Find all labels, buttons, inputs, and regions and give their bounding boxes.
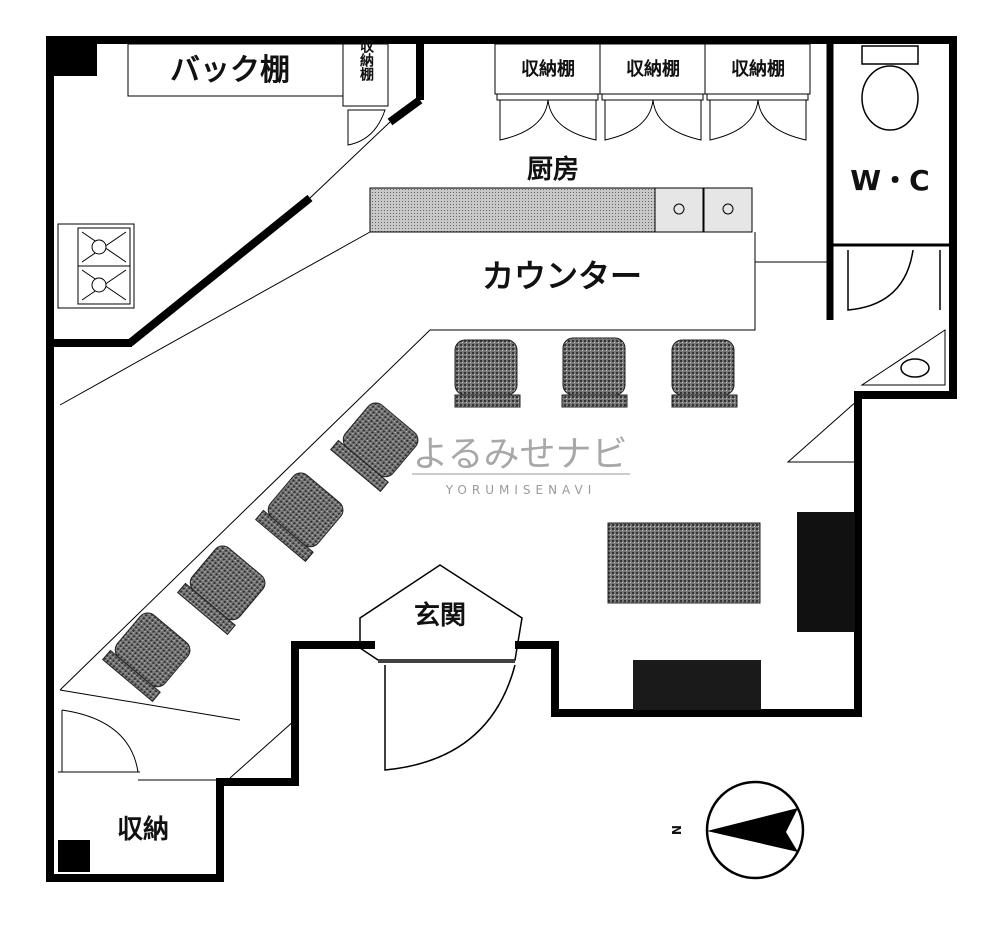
storage-shelf-label: 収納棚 [626, 58, 680, 80]
pillar [52, 42, 97, 76]
kitchen-storage-shelves: 収納棚 収納棚 収納棚 [494, 43, 811, 141]
stool [671, 339, 738, 408]
watermark-jp: よるみせナビ [413, 434, 628, 475]
storage-label: 収納 [117, 814, 169, 845]
bench [633, 660, 761, 710]
small-storage-shelf-label: 収納棚 [358, 38, 374, 82]
stool [329, 402, 419, 493]
kitchen-label: 厨房 [527, 155, 579, 185]
entrance [359, 564, 523, 771]
table [607, 522, 761, 604]
counter-label: カウンター [482, 257, 642, 295]
back-shelf [127, 43, 344, 97]
bar-counter [59, 231, 828, 779]
bar-stools [101, 337, 738, 703]
storage-shelf-label: 収納棚 [731, 58, 785, 80]
watermark-en: YORUMISENAVI [445, 483, 597, 497]
compass: N [669, 780, 805, 880]
compass-north-label: N [669, 825, 683, 835]
pillar [58, 840, 90, 872]
sink [654, 187, 753, 233]
stool [254, 472, 344, 563]
wc-label: W・C [850, 164, 929, 197]
stool [454, 339, 521, 408]
shelf-corner [786, 399, 859, 463]
stool [176, 545, 266, 636]
back-shelf-label: バック棚 [170, 53, 290, 88]
toilet [847, 45, 946, 386]
outer-walls [46, 36, 957, 882]
storage-shelf-label: 収納棚 [521, 58, 575, 80]
sofa [797, 512, 855, 632]
entrance-label: 玄関 [414, 600, 466, 631]
small-storage-shelf [342, 43, 389, 107]
interior-walls [50, 40, 953, 781]
stove [57, 223, 135, 309]
stool [101, 612, 191, 703]
kitchen-worktop [369, 187, 656, 233]
watermark: よるみせナビ YORUMISENAVI [412, 434, 630, 497]
door-swing [347, 109, 386, 146]
stool [561, 337, 628, 408]
door-swing [61, 709, 139, 773]
